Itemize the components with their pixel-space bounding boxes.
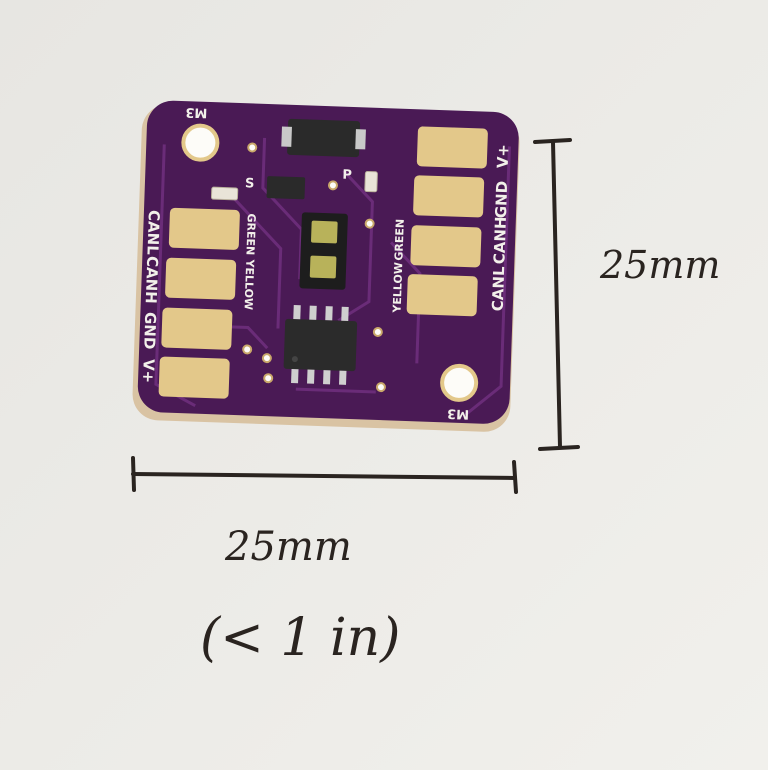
left-pad-4 (158, 356, 230, 399)
right-label-canl: CANL (489, 266, 509, 312)
soic8-chip (283, 318, 358, 372)
left-label-canh: CANH (142, 256, 162, 304)
left-pads (158, 207, 240, 399)
width-dimension-line (131, 456, 518, 494)
led-s (210, 186, 239, 201)
mount-hole-top-left (181, 123, 220, 162)
pcb-board: M3 M3 S P (132, 100, 520, 432)
pcb-traces (154, 137, 511, 417)
yellow-led-window (309, 255, 337, 279)
right-led-label-green: GREEN (392, 219, 406, 261)
left-label-canl: CANL (143, 210, 163, 256)
led-p (364, 171, 378, 193)
left-led-labels: GREEN YELLOW (242, 213, 258, 310)
right-label-gnd: GND (492, 181, 511, 219)
left-led-label-yellow: YELLOW (242, 258, 257, 310)
led-label-s: S (245, 176, 255, 191)
right-label-canh: CANH (490, 216, 510, 264)
right-led-label-yellow: YELLOW (391, 262, 406, 314)
led-label-p: P (342, 168, 352, 183)
soic8-pin1-dot (291, 356, 298, 363)
pcb-vias (242, 142, 386, 393)
top-diode-package (287, 118, 361, 158)
right-pad-3 (410, 225, 482, 268)
right-pad-1 (416, 126, 488, 169)
height-label: 25mm (599, 243, 720, 287)
right-led-labels: GREEN YELLOW (391, 219, 407, 314)
mount-hole-bottom-right (440, 363, 479, 402)
left-led-label-green: GREEN (243, 213, 257, 255)
width-note: (< 1 in) (200, 608, 400, 668)
left-label-vplus: V+ (139, 359, 158, 384)
green-led-window (311, 220, 338, 244)
left-pad-3 (161, 307, 233, 350)
left-labels: CANL CANH GND V+ (139, 210, 163, 384)
right-pads (406, 126, 488, 317)
right-pad-4 (406, 274, 478, 317)
height-dimension-line (533, 138, 580, 451)
left-label-gnd: GND (140, 312, 159, 350)
mount-label-bottom: M3 (447, 405, 469, 421)
left-pad-1 (168, 207, 240, 250)
right-label-vplus: V+ (494, 144, 513, 169)
top-diode-lead-left (281, 126, 292, 147)
left-pad-2 (165, 257, 237, 300)
width-label: 25mm (224, 524, 352, 570)
right-pad-2 (413, 175, 485, 218)
soic8-pins (291, 305, 349, 385)
transistor-package (266, 176, 306, 200)
right-labels: V+ GND CANH CANL (489, 144, 513, 312)
mount-label-top: M3 (185, 104, 207, 120)
top-diode-lead-right (355, 129, 366, 150)
